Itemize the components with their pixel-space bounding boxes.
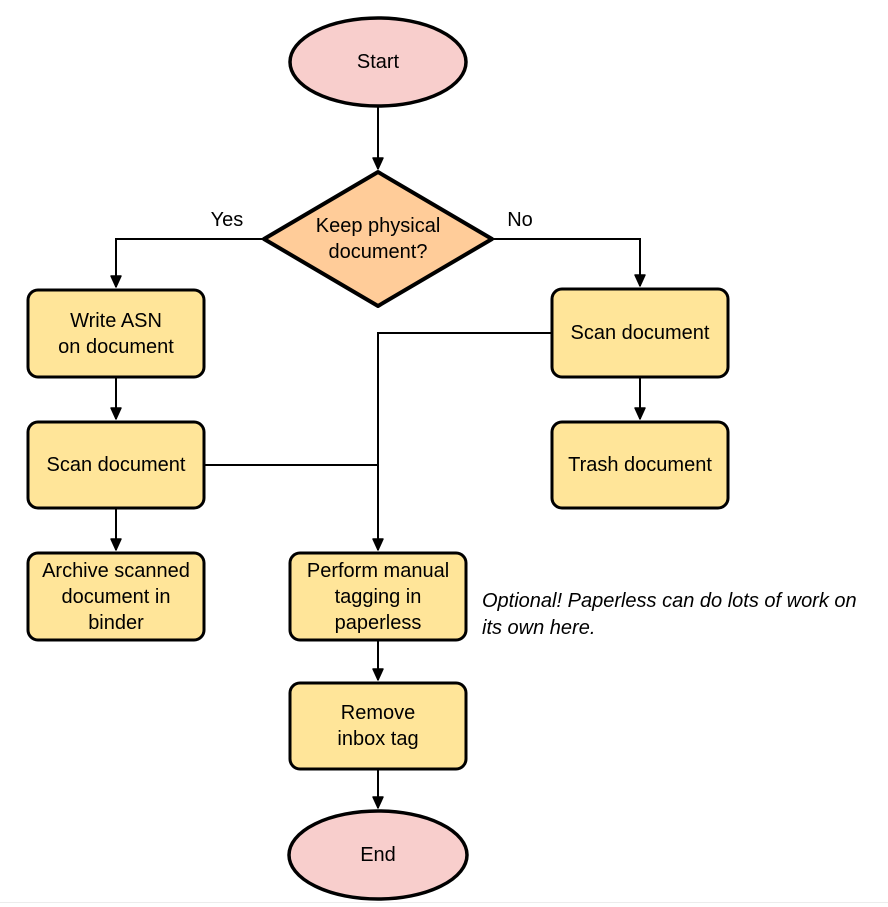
page-bottom-divider xyxy=(0,902,888,903)
scan-right-node-shape xyxy=(550,287,730,379)
annotation-note-line: its own here. xyxy=(482,617,596,639)
trash-node-shape xyxy=(550,420,730,510)
start-node-shape xyxy=(288,16,468,108)
edge-decision-no-to-scan-right xyxy=(492,238,646,287)
edge-decision-yes-to-write-asn xyxy=(110,238,264,288)
decision-node-shape xyxy=(262,170,494,308)
tagging-node-shape xyxy=(288,551,468,642)
write-asn-node-shape xyxy=(26,288,206,379)
remove-inbox-node-shape xyxy=(288,681,468,771)
end-node-shape xyxy=(287,809,469,901)
edge-label-no: No xyxy=(507,208,533,231)
annotation-note-line: Optional! Paperless can do lots of work … xyxy=(482,590,857,612)
edge-label-yes: Yes xyxy=(210,208,244,231)
edge-scan-right-to-tagging xyxy=(372,332,552,551)
scan-left-node-shape xyxy=(26,420,206,510)
annotation-note: Optional! Paperless can do lots of work … xyxy=(482,588,884,642)
archive-node-shape xyxy=(26,551,206,642)
